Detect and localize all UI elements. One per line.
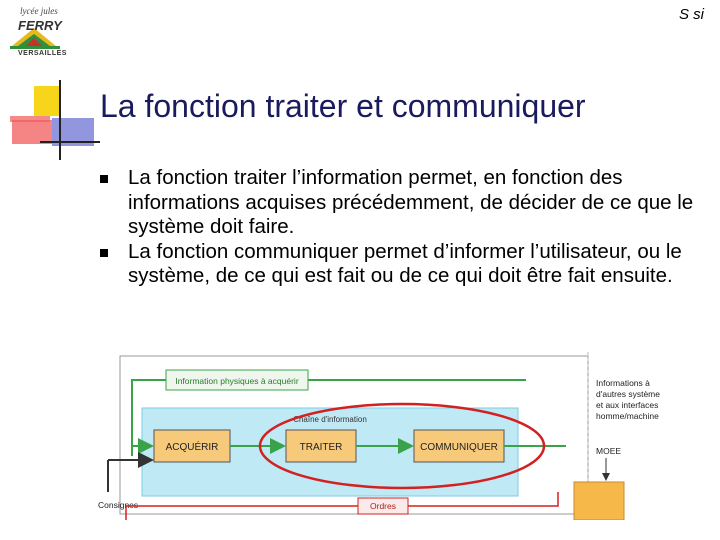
external-info-line: d'autres système: [596, 389, 660, 399]
ordres-box: [357, 497, 409, 515]
external-info-line: homme/machine: [596, 411, 659, 421]
moee-label: MOEE: [596, 446, 621, 456]
bullet-item: La fonction traiter l’information permet…: [100, 166, 700, 240]
logo-name: FERRY: [18, 18, 62, 33]
ordres-label: Ordres: [370, 501, 396, 511]
bullet-square-icon: [100, 175, 108, 183]
logo-city: VERSAILLES: [18, 50, 67, 57]
logo-subtitle: lycée jules: [20, 6, 58, 16]
chain-label: Chaîne d'information: [293, 415, 367, 424]
title-decoration: [10, 80, 100, 160]
bullet-square-icon: [100, 248, 108, 257]
logo-graphic: [10, 28, 60, 49]
block-acquerir: [153, 429, 231, 463]
highlight-ellipse: [258, 402, 546, 490]
block-acquerir-label: ACQUÉRIR: [166, 440, 219, 453]
bullet-text: La fonction communiquer permet d’informe…: [128, 239, 682, 288]
consignes-label: Consignes: [98, 500, 138, 510]
bullet-text: La fonction traiter l’information permet…: [128, 166, 694, 238]
external-info-line: Informations à: [596, 378, 650, 388]
info-physical-label: Information physiques à acquérir: [175, 376, 298, 386]
external-info-text: Informations à d'autres système et aux i…: [596, 378, 662, 421]
block-communiquer: [413, 429, 505, 463]
bullet-list: La fonction traiter l’information permet…: [100, 166, 700, 289]
block-traiter-label: TRAITER: [300, 442, 343, 453]
block-traiter: [285, 429, 357, 463]
operative-part-block: [573, 481, 625, 520]
school-logo: lycée jules FERRY VERSAILLES: [4, 2, 66, 62]
bullet-item: La fonction communiquer permet d’informe…: [100, 240, 700, 289]
slide-title: La fonction traiter et communiquer: [100, 88, 586, 124]
external-info-line: et aux interfaces: [596, 400, 658, 410]
block-communiquer-label: COMMUNIQUER: [420, 442, 498, 453]
info-physical-box: [165, 369, 309, 391]
corner-label: S si: [678, 6, 704, 23]
information-chain-diagram: Information physiques à acquérir Chaîne …: [98, 352, 662, 520]
